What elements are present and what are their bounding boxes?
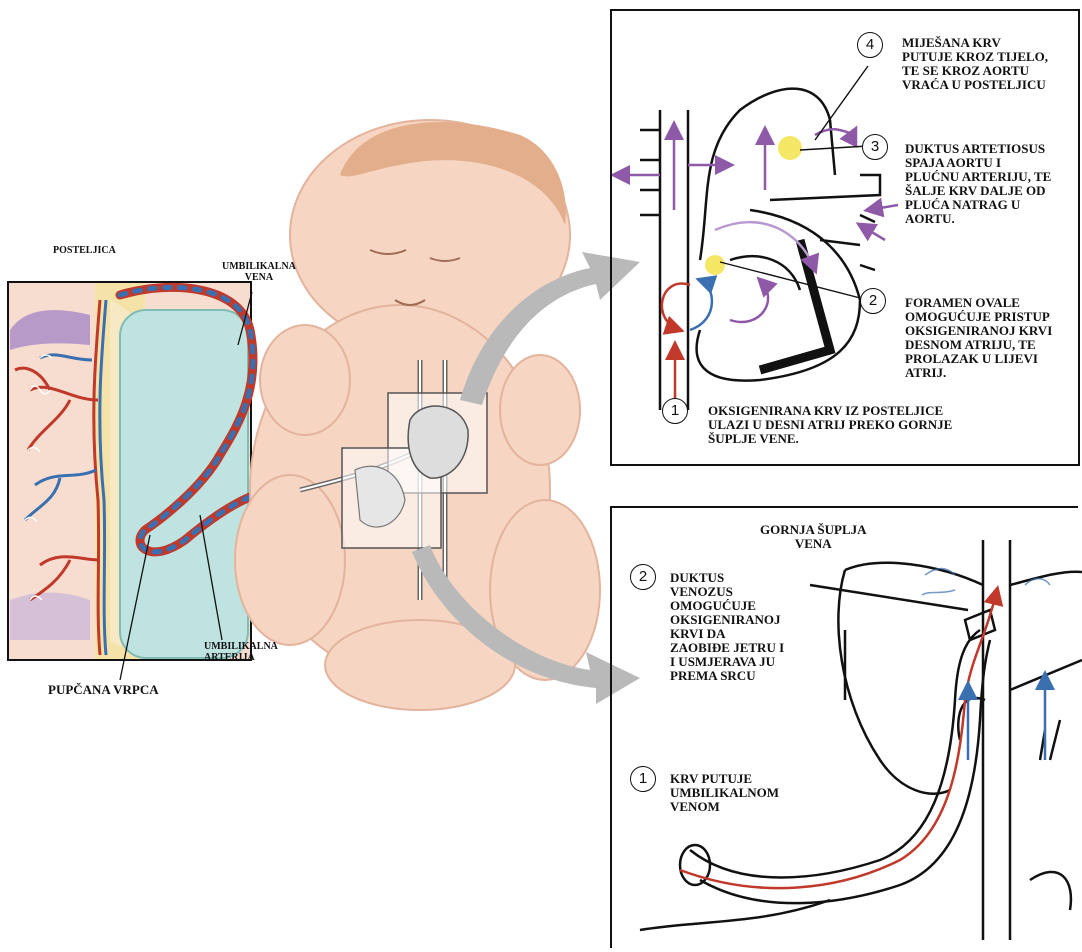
- heart-step-4-text: MIJEŠANA KRV PUTUJE KROZ TIJELO, TE SE K…: [902, 36, 1048, 92]
- liver-step-1-number: 1: [630, 766, 656, 792]
- liver-step-2-text: DUKTUS VENOZUS OMOGUĆUJE OKSIGENIRANOJ K…: [670, 571, 784, 683]
- heart-step-2-text: FORAMEN OVALE OMOGUĆUJE PRISTUP OKSIGENI…: [905, 296, 1052, 380]
- heart-step-3-number: 3: [862, 134, 888, 160]
- liver-step-1-text: KRV PUTUJE UMBILIKALNOM VENOM: [670, 772, 779, 814]
- heart-step-1-number: 1: [662, 398, 688, 424]
- superior-vena-cava-label: GORNJA ŠUPLJA VENA: [760, 523, 867, 551]
- fetus-illustration: [235, 120, 600, 710]
- umbilical-cord-label: PUPČANA VRPCA: [48, 683, 159, 697]
- liver-step-2-number: 2: [630, 564, 656, 590]
- heart-step-3-text: DUKTUS ARTETIOSUS SPAJA AORTU I PLUĆNU A…: [905, 142, 1051, 226]
- heart-step-2-number: 2: [860, 288, 886, 314]
- umbilical-artery-label: UMBILIKALNA ARTERIJA: [204, 642, 278, 664]
- heart-step-1-text: OKSIGENIRANA KRV IZ POSTELJICE ULAZI U D…: [708, 404, 952, 446]
- heart-step-4-number: 4: [857, 32, 883, 58]
- umbilical-vein-label: UMBILIKALNA VENA: [222, 262, 296, 284]
- placenta-label: POSTELJICA: [53, 246, 116, 257]
